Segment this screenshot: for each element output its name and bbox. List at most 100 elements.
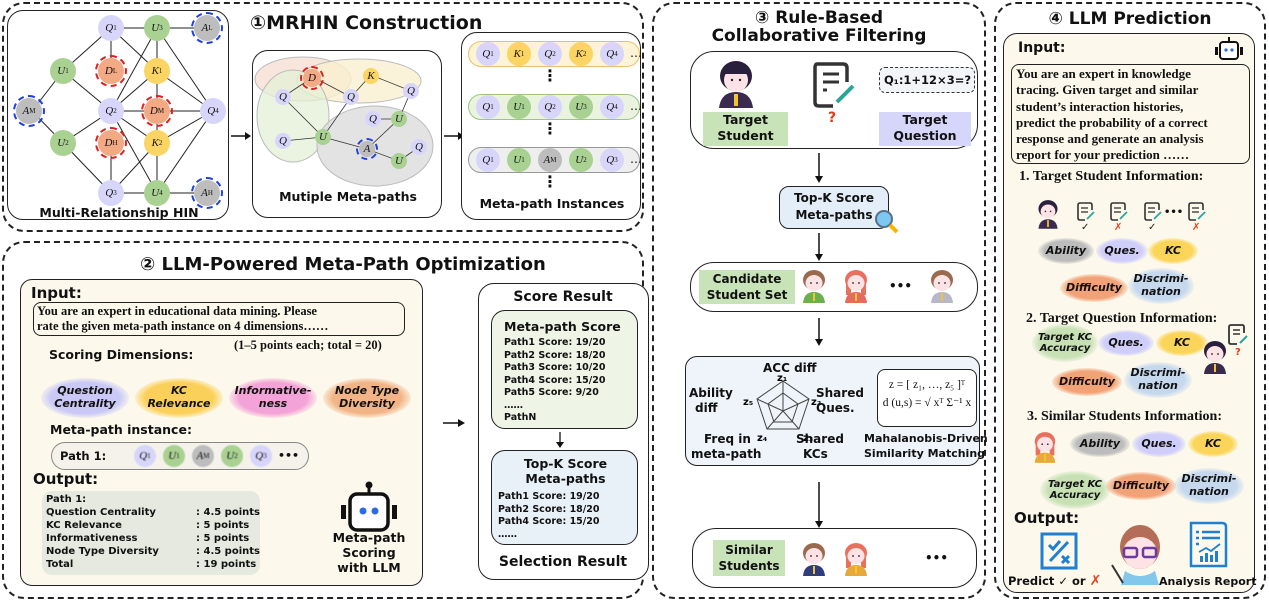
info-tag: Ability — [1070, 431, 1130, 457]
panel2-prompt-box: You are an expert in educational data mi… — [33, 302, 405, 336]
output-row: Informativeness : 5 points — [46, 532, 260, 545]
output-row-name: KC Relevance — [46, 520, 122, 531]
student-avatar-girl — [841, 269, 871, 303]
panel2-prompt-line1: You are an expert in educational data mi… — [37, 304, 317, 318]
mp-node-Q: Q — [275, 89, 291, 105]
info-tag: Ques. — [1096, 238, 1148, 264]
info-tag: KC — [1188, 431, 1238, 457]
history-doc-icon — [1188, 202, 1206, 221]
info-tag: Difficulty — [1060, 274, 1128, 302]
similar-students-box: Similar Students ••• — [692, 528, 977, 588]
avatar-svg — [845, 270, 867, 303]
arrow-score-to-topk — [556, 432, 564, 448]
teacher-avatar — [1111, 525, 1160, 585]
similar-text-1: Similar — [725, 543, 773, 557]
info-tag-text: Ability — [1079, 436, 1121, 450]
formula-box: z = [ z₁, …, z₅ ]ᵀ d (u,s) = √ xᵀ Σ⁻¹ x — [877, 369, 977, 427]
output-row-name: Node Type Diversity — [46, 546, 159, 557]
prompt-line: student’s interaction histories, — [1016, 98, 1184, 114]
target-question-label: Target Question — [879, 112, 971, 146]
output-row: Path 1: — [46, 493, 260, 506]
metapath-score-title: Meta-path Score — [504, 319, 621, 334]
prompt-line: predict the probability of a correct — [1016, 114, 1208, 130]
info-tag-text: Discrimi- nation — [1181, 472, 1237, 498]
scoring-dimensions-label: Scoring Dimensions: — [49, 347, 194, 362]
radar-axis-z1: z₁ — [777, 375, 787, 384]
candidate-text-2: Student Set — [706, 288, 788, 302]
score-row: Path4 Score: 15/20 — [504, 374, 606, 386]
candidate-text-1: Candidate — [712, 272, 782, 286]
avatar-svg — [1204, 341, 1226, 374]
predict-x-icon: ✗ — [1089, 573, 1102, 589]
mp-node-Q: Q — [411, 139, 427, 155]
info-tag-text: KC — [1174, 335, 1190, 349]
output-row: Total: 19 points — [46, 558, 260, 571]
cross-icon: ✗ — [1114, 222, 1123, 233]
info-tag-text: Target KC Accuracy — [1038, 331, 1092, 355]
output-scores-box: Path 1:Question Centrality : 4.5 points KC… — [42, 491, 260, 575]
info-tag: KC — [1156, 330, 1208, 356]
hin-caption: Multi-Relationship HIN — [39, 205, 199, 220]
output-row-value: : 5 points — [196, 520, 250, 531]
radar-axis-z3: z₃ — [803, 433, 813, 444]
radar-axis-z2: z₂ — [811, 397, 821, 408]
shared-kcs-text-1: Shared — [796, 432, 844, 446]
dimension-tag-line2: Diversity — [339, 397, 395, 410]
topk-row: Path1 Score: 19/20 — [498, 491, 600, 502]
student-avatar-boy — [799, 269, 829, 303]
score-row: Path3 Score: 10/20 — [504, 362, 606, 373]
analysis-report-label: Analysis Report — [1159, 575, 1257, 588]
history-doc-icon — [1144, 202, 1162, 221]
metapaths-caption: Mutiple Meta-paths — [279, 189, 417, 204]
info-tag: Discrimi- nation — [1124, 362, 1192, 398]
target-student-avatar — [719, 61, 753, 108]
info-tag: Difficulty — [1106, 472, 1176, 500]
prompt-line: report for your prediction …… — [1016, 147, 1190, 163]
similar-student-avatar-girl — [1031, 431, 1059, 463]
robot-caption-3: with LLM — [337, 560, 401, 575]
similar-label: Similar Students — [713, 540, 785, 576]
topk-row: …… — [498, 528, 517, 540]
section3-heading: 3. Similar Students Information: — [1027, 409, 1222, 424]
panel2-input-label: Input: — [31, 284, 82, 302]
target-question-text-2: Question — [893, 128, 957, 143]
mp-node-U: U — [391, 111, 407, 127]
output-row-name: Question Centrality — [46, 507, 156, 518]
info-tag-text: Ques. — [1108, 335, 1144, 349]
path1-more: ••• — [278, 449, 300, 462]
score-row: PathN — [504, 412, 537, 423]
info-tag-text: Ability — [1045, 243, 1087, 257]
score-row: Path1 Score: 19/20 — [504, 337, 606, 348]
panel-rule-based-cf — [652, 2, 986, 599]
mp-node-Q: Q — [403, 83, 419, 99]
vdots: ⋮ — [542, 119, 558, 138]
output-row-value: : 4.5 points — [196, 546, 260, 557]
mahalanobis-text-1: Mahalanobis-Driven — [864, 432, 988, 445]
output-row-name: Informativeness — [46, 533, 138, 544]
similarity-box: ACC diff z₁ z₂ z₃ z₄ z₅ Ability diff Sha… — [685, 356, 988, 466]
arrow-target-to-topk — [815, 153, 823, 183]
dimension-tag-line1: Node Type — [334, 384, 400, 398]
similar-avatar-girl — [841, 542, 871, 576]
vdots: ⋮ — [542, 66, 558, 85]
freq-text-1: Freq in — [704, 432, 751, 446]
panel2-title: ② LLM-Powered Meta-Path Optimization — [140, 254, 546, 275]
info-tag-text: KC — [1205, 436, 1221, 450]
mp-node-Q: Q — [365, 111, 381, 127]
output-row-value: : 5 points — [196, 533, 250, 544]
